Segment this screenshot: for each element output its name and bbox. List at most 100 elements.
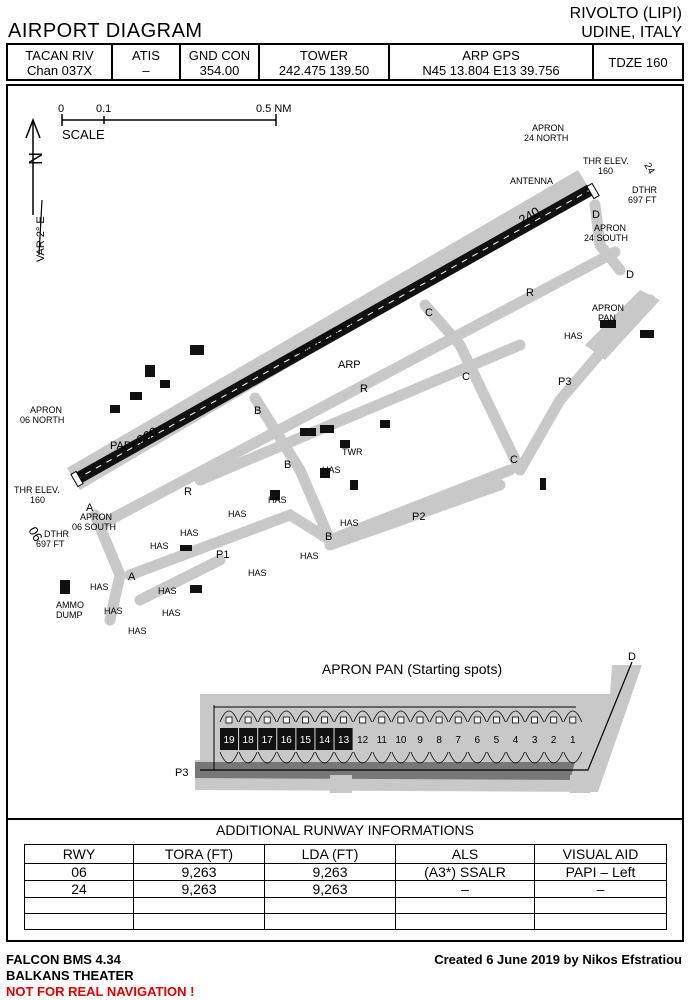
gnd-value: 354.00 — [199, 63, 240, 78]
arp-value: N45 13.804 E13 39.756 — [422, 63, 560, 78]
apron-pan-2: PAN — [598, 313, 616, 323]
table-cell — [24, 913, 134, 930]
taxiway-p1 — [134, 554, 226, 606]
tacan-value: Chan 037X — [26, 63, 93, 78]
table-cell: – — [534, 880, 667, 898]
footer-warning: NOT FOR REAL NAVIGATION ! — [6, 984, 195, 999]
spot-marker — [531, 716, 538, 724]
north-label: N — [26, 152, 46, 165]
parking-spot-number: 15 — [300, 735, 312, 746]
taxiway-labels: A A B B B C C C D D R R R P1 P2 P3 — [86, 209, 634, 583]
spot-marking — [506, 751, 525, 764]
has-label: HAS — [248, 568, 267, 578]
spot-marking — [315, 710, 334, 723]
taxiway-label-r: R — [526, 287, 534, 299]
taxiway-label-p3: P3 — [558, 376, 571, 388]
gnd-cell: GND CON 354.00 — [181, 45, 260, 79]
apron-pan-1: APRON — [592, 303, 624, 313]
spot-marking — [353, 710, 373, 723]
apron-06-north-2: 06 NORTH — [20, 415, 64, 425]
spot-marking — [563, 710, 583, 723]
taxiway-p2-link — [124, 464, 516, 581]
atis-value: – — [142, 63, 150, 78]
runway-06-label: 06 — [25, 524, 45, 544]
spot-marking — [372, 710, 392, 723]
spot-marking — [410, 710, 430, 723]
spot-marking — [257, 751, 277, 764]
arp-cell: ARP GPS N45 13.804 E13 39.756 — [390, 45, 594, 79]
tacan-label: TACAN RIV — [25, 48, 94, 63]
spot-marking — [544, 710, 564, 723]
taxiway-label-d: D — [592, 209, 600, 221]
atis-label: ATIS — [132, 48, 160, 63]
spot-marker — [301, 716, 309, 724]
table-row: 24 9,263 9,263 – – — [24, 880, 667, 898]
has-label: HAS — [90, 582, 109, 592]
twr-label: TWR — [342, 447, 363, 457]
footer-left: FALCON BMS 4.34 BALKANS THEATER NOT FOR … — [6, 952, 195, 1000]
table-cell — [534, 913, 667, 930]
taxiway-r-lower — [194, 339, 526, 486]
runway-info-table: RWY TORA (FT) LDA (FT) ALS VISUAL AID 06… — [24, 844, 667, 930]
spot-marker — [397, 716, 405, 724]
spot-block — [334, 728, 353, 750]
buildings — [60, 320, 654, 594]
footer-theater: BALKANS THEATER — [6, 968, 134, 983]
has-label: HAS — [180, 528, 199, 538]
parking-spot-number: 7 — [455, 735, 461, 746]
tower-value: 242.475 139.50 — [278, 63, 370, 78]
taxiway-label-b: B — [325, 531, 332, 543]
taxiway-d — [589, 199, 626, 276]
spot-marker — [340, 716, 348, 724]
parking-spot-number: 9 — [417, 735, 423, 746]
scale-tick-1: 0.1 — [96, 103, 111, 115]
north-arrow-icon: N VAR 2° E — [25, 117, 47, 262]
tdze-value: TDZE 160 — [608, 55, 668, 70]
spot-block — [315, 728, 334, 750]
apron-pan-title: APRON PAN (Starting spots) — [322, 661, 502, 677]
has-label: HAS — [104, 606, 123, 616]
apron-24-north-1: APRON — [532, 123, 564, 133]
arp-label: ARP GPS — [462, 48, 520, 63]
runway-info-title: ADDITIONAL RUNWAY INFORMATIONS — [216, 822, 474, 838]
spot-marking — [429, 751, 449, 764]
pan-label-p3: P3 — [175, 767, 188, 779]
has-label: HAS — [228, 509, 247, 519]
parking-spot-number: 17 — [262, 735, 274, 746]
spot-marking — [296, 710, 315, 723]
spot-marking — [448, 751, 468, 764]
parking-spot-number: 12 — [357, 735, 369, 746]
spot-marker — [321, 716, 328, 724]
spot-marking — [372, 751, 392, 764]
spot-marker — [359, 716, 367, 724]
has-label: HAS — [150, 541, 169, 551]
parking-spot-number: 6 — [475, 735, 481, 746]
spot-block — [239, 728, 258, 750]
spot-marker — [569, 716, 577, 724]
parking-spot-number: 1 — [570, 735, 576, 746]
variation-label: VAR 2° E — [35, 216, 47, 262]
has-label: HAS — [128, 626, 147, 636]
scale-label: SCALE — [62, 127, 105, 142]
tacan-cell: TACAN RIV Chan 037X — [8, 45, 113, 79]
spot-marking — [487, 751, 506, 764]
column-header: ALS — [395, 844, 535, 864]
table-cell: 9,263 — [264, 863, 396, 881]
spot-marking — [334, 710, 353, 723]
taxiway-label-c: C — [510, 454, 518, 466]
taxiway-r-upper — [94, 246, 621, 531]
tower-label: TOWER — [299, 48, 349, 63]
spot-marker — [454, 716, 462, 724]
spot-marking — [353, 751, 373, 764]
ammo-dump-2: DUMP — [56, 610, 83, 620]
footer-credit: Created 6 June 2019 by Nikos Efstratiou — [434, 952, 682, 967]
spot-block — [258, 728, 277, 750]
table-cell: 24 — [24, 880, 134, 898]
spot-marker — [225, 716, 233, 724]
spot-marking — [544, 751, 564, 764]
atis-cell: ATIS – — [113, 45, 181, 79]
table-cell: (A3*) SSALR — [395, 863, 535, 881]
table-row — [24, 913, 667, 930]
map-frame — [6, 84, 684, 820]
